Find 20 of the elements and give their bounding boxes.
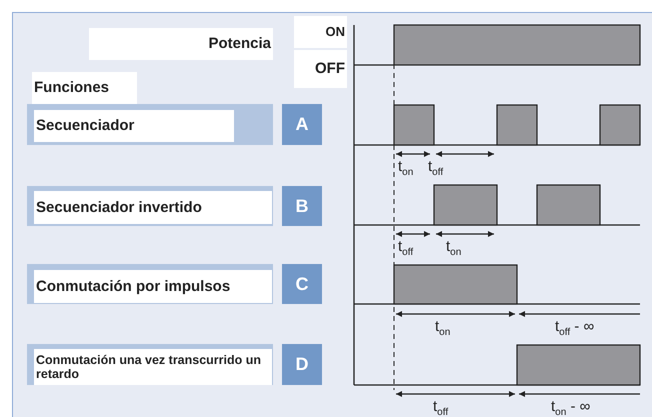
time-label: t$_{on}$ [435,318,450,338]
time-label: t$_{off}$ [398,238,414,258]
label-box: Secuenciador [34,110,234,142]
label-box: OFF [294,50,347,88]
label-box: Potencia [89,28,273,60]
label-box: Secuenciador invertido [34,191,272,224]
time-label: t$_{off}$ [433,398,448,417]
label-box: Conmutación una vez transcurrido un retardo [34,349,272,385]
time-label: t$_{off}$ - ∞ [555,318,594,338]
letter-badge: B [282,186,322,226]
time-label: t$_{on}$ [398,158,414,178]
label-box: Conmutación por impulsos [34,270,272,303]
label-box: Funciones [32,72,137,104]
letter-badge: C [282,264,322,304]
time-label: t$_{on}$ [446,238,462,258]
label-box: ON [294,16,347,48]
time-label: t$_{on}$ - ∞ [551,398,590,417]
letter-badge: D [282,344,322,385]
letter-badge: A [282,104,322,145]
time-label: t$_{off}$ [428,158,444,178]
